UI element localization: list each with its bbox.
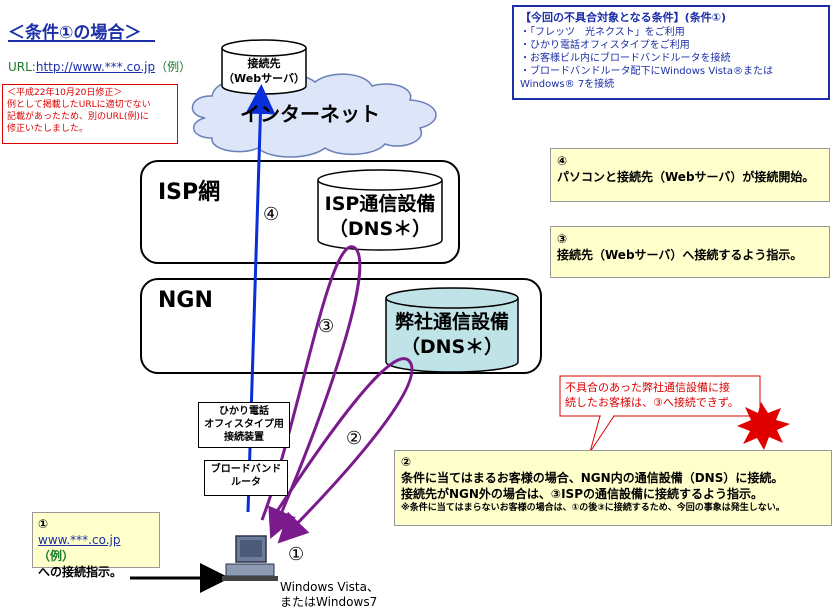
purple-loop-ngn [268,357,414,544]
web-server-label: 接続先 （Webサーバ） [222,56,306,86]
condition-box: 【今回の不具合対象となる条件】(条件①) ・「フレッツ 光ネクスト」をご利用 ・… [512,5,830,100]
note-1-linkline: www.***.co.jp （例） [38,532,154,564]
url-suffix: （例） [155,60,192,74]
isp-zone-label: ISP網 [158,180,221,205]
pc-caption-line1: Windows Vista、 [280,580,379,594]
hikari-line: オフィスタイプ用 [204,419,284,430]
isp-dns-label: ISP通信設備 （DNS＊） [318,192,442,242]
condition-heading: 【今回の不具合対象となる条件】(条件①) [520,11,727,24]
note-1-link[interactable]: www.***.co.jp [38,533,121,547]
note-step-4: ④ パソコンと接続先（Webサーバ）が接続開始。 [550,148,830,202]
hikari-line: 接続装置 [224,432,264,443]
hikari-device: ひかり電話 オフィスタイプ用 接続装置 [198,402,290,448]
step-2-label: ② [346,428,363,449]
fix-note: ＜平成22年10月20日修正＞ 例として掲載したURLに適切でない 記載があった… [2,84,178,144]
url-prefix: URL: [8,60,36,74]
web-server-line2: （Webサーバ） [223,72,305,85]
callout-bubble [559,375,761,453]
ngn-dns-line1: 弊社通信設備 [394,311,509,333]
note-1-suffix: （例） [38,549,75,563]
title-underline [8,40,155,42]
step-3-label: ③ [318,316,335,337]
note-4-text: パソコンと接続先（Webサーバ）が接続開始。 [557,170,815,184]
url-link[interactable]: http://www.***.co.jp [35,60,156,74]
note-3-text: 接続先（Webサーバ）へ接続するよう指示。 [557,248,803,262]
ngn-dns-label: 弊社通信設備 （DNS＊） [386,310,518,360]
blue-connection-line [245,84,276,513]
note-4-num: ④ [557,154,568,168]
isp-dns-cylinder [317,169,443,251]
page-title: ＜条件①の場合＞ [8,23,142,43]
ngn-dns-cylinder [385,287,519,373]
note-2-num: ② [401,455,412,469]
note-step-1: ① www.***.co.jp （例） への接続指示。 [32,512,160,579]
callout-line1: 不具合のあった弊社通信設備に接 [565,381,730,394]
condition-item: ・お客様ビル内にブロードバンドルータを接続 [520,53,731,64]
note-step-2: ② 条件に当てはまるお客様の場合、NGN内の通信設備（DNS）に接続。 接続先が… [394,450,832,526]
ngn-dns-line2: （DNS＊） [400,336,504,358]
hikari-line: ひかり電話 [219,406,269,417]
alert-burst-icon [737,402,790,450]
note-2-line1: 条件に当てはまるお客様の場合、NGN内の通信設備（DNS）に接続。 [401,471,784,485]
isp-dns-line2: （DNS＊） [328,218,432,240]
callout-line2: 続したお客様は、③へ接続できず。 [565,396,739,409]
router-line: ブロードバンド [210,464,282,475]
note-step-3: ③ 接続先（Webサーバ）へ接続するよう指示。 [550,226,830,278]
pc-icon [222,535,278,581]
url-line: URL:http://www.***.co.jp（例） [8,58,191,75]
condition-item: ・「フレッツ 光ネクスト」をご利用 [520,27,685,38]
fix-note-line: 記載があったため、別のURL(例)に [7,112,149,122]
purple-loop-isp [260,245,362,540]
web-server-line1: 接続先 [247,57,281,70]
note-2-small: ※条件に当てはまらないお客様の場合は、①の後③に接続するため、今回の事象は発生し… [401,503,785,513]
callout-text: 不具合のあった弊社通信設備に接 続したお客様は、③へ接続できず。 [565,380,757,410]
pc-caption-line2: またはWindows7 [280,595,378,609]
note-2-line2: 接続先がNGN外の場合は、③ISPの通信設備に接続するよう指示。 [401,487,764,501]
note-1-num: ① [38,517,49,531]
condition-item: ・ブロードバンドルータ配下にWindows Vista®または [520,66,773,77]
ngn-zone-label: NGN [158,288,213,313]
router-device: ブロードバンド ルータ [204,460,288,496]
condition-item: ・ひかり電話オフィスタイプをご利用 [520,40,690,51]
fix-note-line: ＜平成22年10月20日修正＞ [7,88,123,98]
isp-dns-line1: ISP通信設備 [324,193,436,215]
fix-note-line: 例として掲載したURLに適切でない [7,100,151,110]
router-line: ルータ [231,477,261,488]
note-1-line2: への接続指示。 [38,565,123,579]
fix-note-line: 修正いたしました。 [7,124,89,134]
note-3-num: ③ [557,232,568,246]
condition-item: Windows® 7を接続 [520,79,615,90]
step-1-label: ① [288,544,305,565]
internet-label: インターネット [240,102,380,126]
pc-caption: Windows Vista、 またはWindows7 [280,580,379,610]
step-4-label: ④ [263,204,280,225]
web-server-cylinder [221,39,307,95]
